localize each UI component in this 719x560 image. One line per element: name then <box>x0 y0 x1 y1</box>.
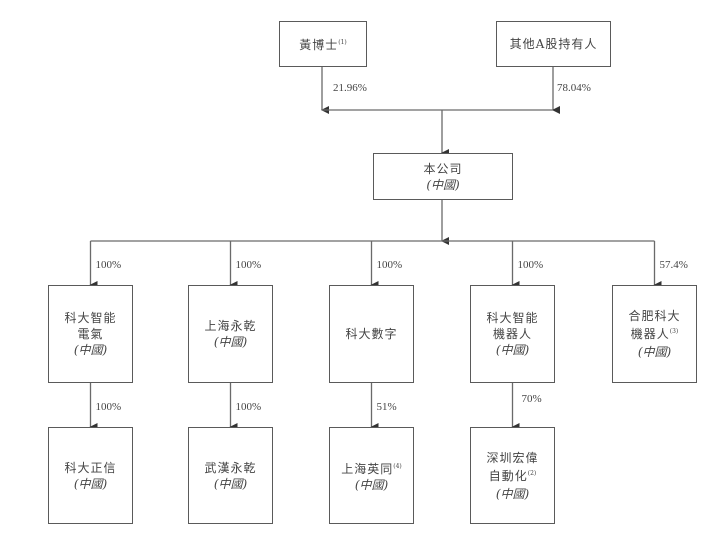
child-box-of-keda-electric: 科大正信(中國) <box>48 427 133 524</box>
entity-region: (中國) <box>637 345 672 359</box>
entity-name-line: 武漢永乾 <box>204 460 256 476</box>
stake-label-keda-digital: 100% <box>376 259 403 271</box>
entity-name-line: 電氣 <box>77 326 103 342</box>
footnote-marker: (4) <box>393 462 402 470</box>
child-box-of-keda-digital: 上海英同(4)(中國) <box>329 427 414 524</box>
stake-label-child-of-shanghai-yongqian: 100% <box>235 401 262 413</box>
child-box-of-shanghai-yongqian: 武漢永乾(中國) <box>188 427 273 524</box>
entity-name-text: 深圳宏偉 <box>486 450 539 465</box>
entity-name-text: 機器人 <box>492 327 532 341</box>
entity-name-text: 自動化 <box>488 468 528 483</box>
entity-name-line: 自動化(2) <box>489 466 537 484</box>
entity-name-text: 科大智能 <box>64 311 117 325</box>
entity-name-line: 合肥科大 <box>628 308 680 324</box>
entity-region: (中國) <box>495 486 530 501</box>
shareholder-box-dr-huang: 黃博士(1) <box>279 21 367 67</box>
stake-label-child-of-keda-electric: 100% <box>95 401 122 413</box>
entity-name-text: 上海永乾 <box>204 319 257 333</box>
footnote-marker: (2) <box>527 469 537 477</box>
stake-label-keda-robot: 100% <box>517 259 544 271</box>
subsidiary-box-keda-robot: 科大智能機器人 (中國) <box>470 285 555 383</box>
shareholder-name: 黃博士 <box>299 38 339 52</box>
stake-label-child-of-keda-robot: 70% <box>521 393 542 405</box>
entity-name-line: 科大智能 <box>64 310 116 326</box>
entity-region: (中國) <box>213 476 248 491</box>
entity-name-text: 科大智能 <box>486 311 539 325</box>
entity-name-line: 科大正信 <box>64 460 116 476</box>
entity-name-text: 武漢永乾 <box>204 460 257 475</box>
entity-name-text: 機器人 <box>630 327 670 341</box>
entity-name-text: 科大正信 <box>64 460 117 475</box>
stake-label-hefei-robot: 57.4% <box>659 259 688 271</box>
subsidiary-box-shanghai-yongqian: 上海永乾 (中國) <box>188 285 273 383</box>
shareholder-name: 其他A股持有人 <box>509 37 598 51</box>
entity-name-line: 科大數字 <box>345 326 397 342</box>
entity-name-text: 上海英同 <box>341 461 394 476</box>
stake-label-other-a-holders: 78.04% <box>557 82 591 94</box>
entity-name-text: 電氣 <box>77 327 104 341</box>
stake-label-dr-huang: 21.96% <box>333 82 367 94</box>
subsidiary-box-keda-electric: 科大智能電氣 (中國) <box>48 285 133 383</box>
footnote-marker: (1) <box>338 39 347 46</box>
entity-name-line: 深圳宏偉 <box>486 450 538 466</box>
entity-region: (中國) <box>354 477 389 492</box>
company-name: 本公司 <box>423 161 463 176</box>
entity-name-line: 機器人(3) <box>631 324 679 342</box>
stake-label-keda-electric: 100% <box>95 259 122 271</box>
entity-name-line: 上海永乾 <box>204 318 256 334</box>
entity-name-line: 上海英同(4) <box>341 459 402 477</box>
child-box-of-keda-robot: 深圳宏偉自動化(2)(中國) <box>470 427 555 524</box>
subsidiary-box-hefei-robot: 合肥科大機器人(3)(中國) <box>612 285 697 383</box>
entity-region: (中國) <box>213 335 248 349</box>
shareholder-box-other-a-holders: 其他A股持有人 <box>496 21 611 67</box>
entity-name-text: 合肥科大 <box>628 309 681 323</box>
entity-name-line: 科大智能 <box>486 310 538 326</box>
entity-region: (中國) <box>495 343 530 357</box>
company-region: (中國) <box>426 177 460 192</box>
stake-label-shanghai-yongqian: 100% <box>235 259 262 271</box>
stake-label-child-of-keda-digital: 51% <box>376 401 397 413</box>
entity-region: (中國) <box>73 476 108 491</box>
entity-name-line: 機器人 <box>493 326 532 342</box>
footnote-marker: (3) <box>669 328 679 335</box>
entity-name-text: 科大數字 <box>345 327 398 341</box>
subsidiary-box-keda-digital: 科大數字 <box>329 285 414 383</box>
company-box: 本公司 (中國) <box>373 153 513 200</box>
entity-region: (中國) <box>73 343 108 357</box>
